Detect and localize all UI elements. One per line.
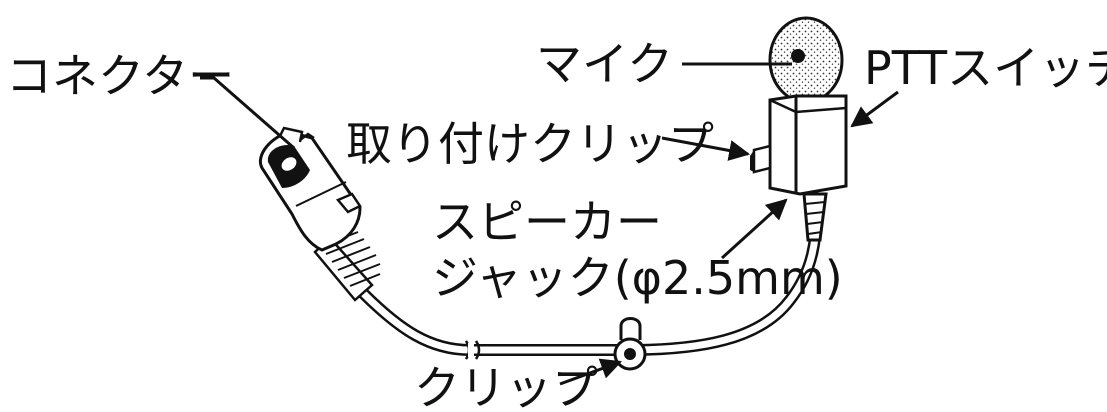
label-ptt-switch: PTTスイッチ [864,41,1107,95]
label-mic: マイク [536,37,673,91]
leader-ptt [850,90,899,128]
leader-mount-clip [661,136,751,161]
cable [356,194,823,360]
label-connector: コネクター [6,49,234,103]
leader-speaker-jack [720,198,788,260]
label-mount-clip: 取り付けクリップ [346,117,714,171]
label-speaker-line2: ジャック(φ2.5mm) [432,251,843,305]
leader-clip [559,358,622,386]
label-speaker-line1: スピーカー [432,195,662,249]
leader-lines [200,62,899,386]
connector [258,126,381,302]
leader-connector [200,76,295,150]
label-clip: クリップ [414,361,598,412]
microphone [768,16,844,104]
cable-clip [613,317,647,371]
ptt-housing [750,94,848,242]
